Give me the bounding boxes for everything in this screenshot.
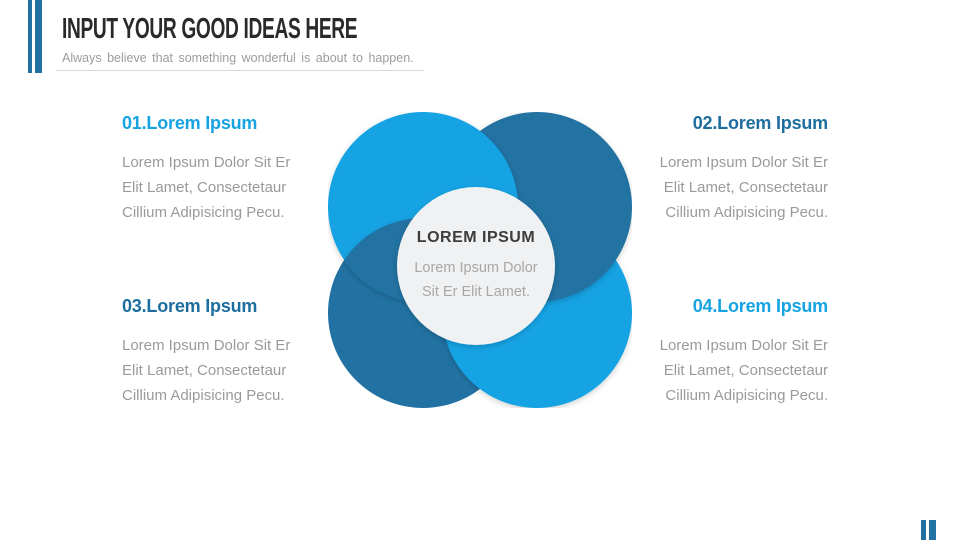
body-text-line: Cillium Adipisicing Pecu.: [665, 387, 828, 404]
idea-block-02-body: Lorem Ipsum Dolor Sit Er Elit Lamet, Con…: [626, 150, 828, 225]
body-text-line: Cillium Adipisicing Pecu.: [122, 387, 285, 404]
footer-accent-bar-thin: [921, 520, 926, 540]
body-text-line: Elit Lamet, Consectetaur: [663, 179, 828, 196]
idea-block-01: 01.Lorem Ipsum Lorem Ipsum Dolor Sit Er …: [122, 112, 324, 225]
idea-block-04: 04.Lorem Ipsum Lorem Ipsum Dolor Sit Er …: [626, 295, 829, 408]
idea-block-03: 03.Lorem Ipsum Lorem Ipsum Dolor Sit Er …: [122, 295, 324, 408]
slide-title: INPUT YOUR GOOD IDEAS HERE: [62, 13, 358, 45]
body-text-line: Lorem Ipsum Dolor Sit Er: [659, 154, 828, 171]
header-accent-bar-thin: [28, 0, 32, 73]
body-text-line: Elit Lamet, Consectetaur: [122, 179, 287, 196]
footer-accent-bar-thick: [929, 520, 936, 540]
header-accent-bar-thick: [35, 0, 42, 73]
body-text-line: Cillium Adipisicing Pecu.: [122, 204, 285, 221]
venn-flower-diagram: [328, 112, 632, 408]
idea-block-01-body: Lorem Ipsum Dolor Sit Er Elit Lamet, Con…: [122, 150, 324, 225]
idea-block-02: 02.Lorem Ipsum Lorem Ipsum Dolor Sit Er …: [626, 112, 829, 225]
body-text-line: Elit Lamet, Consectetaur: [663, 362, 828, 379]
idea-block-04-body: Lorem Ipsum Dolor Sit Er Elit Lamet, Con…: [626, 333, 828, 408]
idea-block-04-title: 04.Lorem Ipsum: [692, 296, 828, 316]
center-circle: [397, 187, 555, 345]
idea-block-03-title: 03.Lorem Ipsum: [122, 296, 258, 316]
body-text-line: Elit Lamet, Consectetaur: [122, 362, 287, 379]
idea-block-03-body: Lorem Ipsum Dolor Sit Er Elit Lamet, Con…: [122, 333, 324, 408]
body-text-line: Cillium Adipisicing Pecu.: [665, 204, 828, 221]
center-circle-label: LOREM IPSUM Lorem Ipsum Dolor Sit Er Eli…: [397, 228, 555, 304]
idea-block-01-title: 01.Lorem Ipsum: [122, 113, 258, 133]
body-text-line: Lorem Ipsum Dolor Sit Er: [122, 154, 291, 171]
body-text-line: Lorem Ipsum Dolor Sit Er: [122, 337, 291, 354]
center-circle-title: LOREM IPSUM: [416, 229, 536, 246]
slide-subtitle: Always believe that something wonderful …: [62, 51, 414, 65]
center-circle-text-line: Sit Er Elit Lamet.: [422, 284, 530, 300]
header-underline: [56, 70, 424, 71]
idea-block-02-title: 02.Lorem Ipsum: [692, 113, 828, 133]
center-circle-text-line: Lorem Ipsum Dolor: [414, 260, 538, 276]
body-text-line: Lorem Ipsum Dolor Sit Er: [659, 337, 828, 354]
